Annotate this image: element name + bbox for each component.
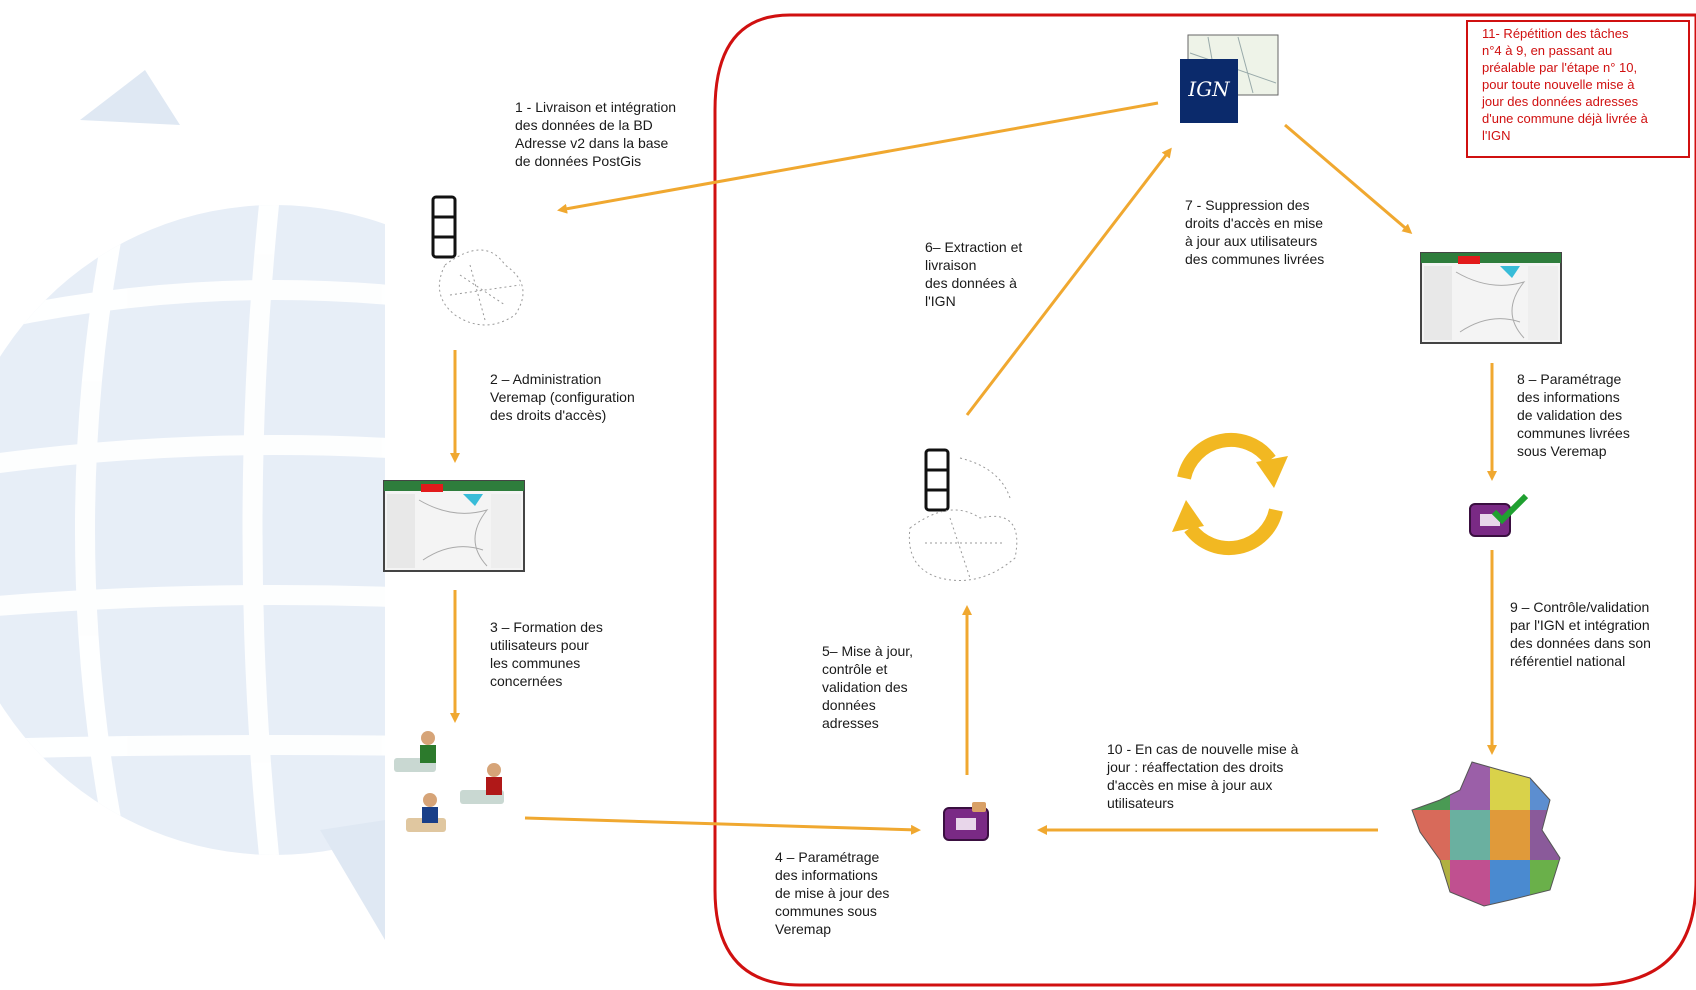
ign-logo-node: IGN	[1178, 33, 1282, 125]
arrow-ign-to-server	[557, 101, 1159, 214]
cycle-arrows-icon	[1172, 432, 1288, 556]
arrow-server-to-ign	[965, 147, 1172, 416]
step-5-label: 5– Mise à jour, contrôle et validation d…	[822, 643, 914, 731]
veremap-screenshot-left	[383, 480, 525, 572]
step-2-label: 2 – Administration Veremap (configuratio…	[490, 371, 635, 423]
form-check-icon	[1469, 494, 1529, 537]
arrow-ign-to-screen	[1284, 123, 1413, 234]
france-map-icon	[1411, 761, 1561, 907]
map-thumbnail-icon	[1180, 34, 1279, 123]
step-6-label: 6– Extraction et livraison des données à…	[925, 239, 1023, 309]
step-7-label: 7 - Suppression des droits d'accès en mi…	[1185, 197, 1325, 267]
step-1-label: 1 - Livraison et intégration des données…	[515, 99, 677, 169]
server-map-icon-center	[908, 448, 1018, 581]
step-10-label: 10 - En cas de nouvelle mise à jour : ré…	[1107, 741, 1299, 811]
users-at-computers-icon	[394, 731, 504, 832]
veremap-screenshot-right	[1420, 252, 1562, 344]
step-3-label: 3 – Formation des utilisateurs pour les …	[490, 619, 603, 689]
arrow-users-to-form	[524, 816, 921, 835]
step-8-label: 8 – Paramétrage des informations de vali…	[1517, 371, 1630, 459]
step-4-label: 4 – Paramétrage des informations de mise…	[775, 849, 890, 937]
form-icon	[943, 802, 989, 841]
step-11-note: 11- Répétition des tâches n°4 à 9, en pa…	[1466, 20, 1690, 158]
ign-logo-text: IGN	[1188, 77, 1230, 101]
server-map-icon-left	[431, 195, 524, 326]
step-9-label: 9 – Contrôle/validation par l'IGN et int…	[1510, 599, 1651, 669]
